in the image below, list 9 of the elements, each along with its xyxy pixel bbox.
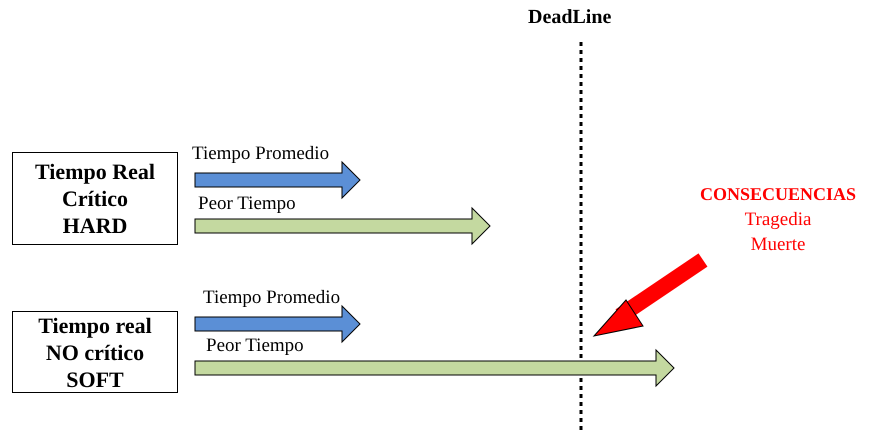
bar-label: Peor Tiempo bbox=[206, 335, 304, 357]
bar-label: Tiempo Promedio bbox=[192, 143, 330, 165]
bar-label: Peor Tiempo bbox=[198, 193, 296, 215]
note-text: Tragedia Muerte bbox=[744, 208, 812, 256]
category-box: Tiempo real NO crítico SOFT bbox=[12, 311, 178, 393]
deadline-label: DeadLine bbox=[528, 6, 612, 29]
heading: CONSECUENCIAS bbox=[700, 182, 856, 206]
bar-label: Tiempo Promedio bbox=[203, 287, 340, 309]
category-box: Tiempo Real Crítico HARD bbox=[12, 152, 178, 245]
